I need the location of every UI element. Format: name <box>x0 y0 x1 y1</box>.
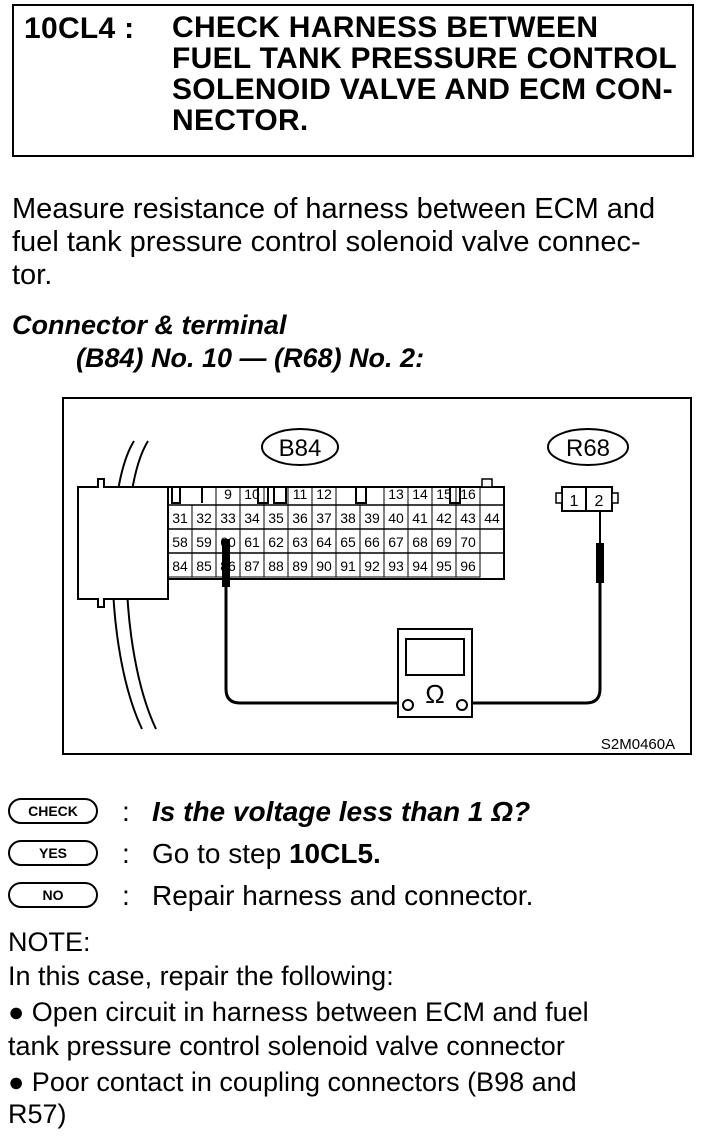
r68-pin-1: 1 <box>570 493 579 510</box>
ecm-pin-label: 93 <box>388 558 404 574</box>
step-header-box: 10CL4 : CHECK HARNESS BETWEEN FUEL TANK … <box>12 4 694 157</box>
instruction-line: fuel tank pressure control solenoid valv… <box>12 226 641 258</box>
ecm-pin-label: 12 <box>316 486 332 502</box>
note-bullet-2-line-2: R57) <box>8 1099 67 1129</box>
step-title-line: SOLENOID VALVE AND ECM CON- <box>172 73 673 106</box>
ecm-pin-label: 89 <box>292 558 308 574</box>
note-intro: In this case, repair the following: <box>8 961 394 991</box>
ecm-pin-label: 87 <box>244 558 260 574</box>
ecm-pin-label: 11 <box>293 486 308 502</box>
connector-value: (B84) No. 10 — (R68) No. 2: <box>76 343 425 373</box>
ohm-symbol: Ω <box>425 679 444 709</box>
connector-heading: Connector & terminal <box>12 310 287 340</box>
ecm-pin-label: 10 <box>244 486 260 502</box>
yes-badge: YES <box>8 840 98 866</box>
ecm-pin-label: 59 <box>196 534 212 550</box>
note-bullet-1-line-1: ● Open circuit in harness between ECM an… <box>8 997 589 1027</box>
ecm-pin-label: 85 <box>196 558 212 574</box>
ecm-pin-label: 84 <box>172 558 188 574</box>
ecm-pin-label: 96 <box>460 558 476 574</box>
ecm-pin-label: 40 <box>388 510 404 526</box>
check-colon: : <box>122 796 130 827</box>
ecm-pin-label: 88 <box>268 558 284 574</box>
ecm-pin-label: 67 <box>388 534 404 550</box>
yes-colon: : <box>122 838 130 869</box>
instruction-line: Measure resistance of harness between EC… <box>12 193 656 225</box>
no-colon: : <box>122 880 130 911</box>
ecm-pin-label: 36 <box>292 510 308 526</box>
ecm-pin-label: 70 <box>460 534 476 550</box>
ecm-pin-label: 42 <box>436 510 452 526</box>
figure-code: S2M0460A <box>601 736 675 753</box>
step-title-line: CHECK HARNESS BETWEEN <box>172 11 599 44</box>
ecm-pin-cell <box>455 552 481 578</box>
ecm-grid: 9 10 11 12 13 14 15 16 31 32 33 34 35 36 37 38 39 40 41 42 4… <box>167 486 505 578</box>
ecm-pin-label: 44 <box>484 510 500 526</box>
ecm-pin-label: 35 <box>268 510 284 526</box>
ecm-pin-label: 61 <box>244 534 260 550</box>
step-title-line: FUEL TANK PRESSURE CONTROL <box>172 42 678 75</box>
b84-label: B84 <box>279 435 322 462</box>
ecm-pin-label: 16 <box>460 486 476 502</box>
wire-left <box>224 587 404 705</box>
b84-label-oval <box>261 428 339 466</box>
ecm-pin-label: 63 <box>292 534 308 550</box>
ecm-pin-cell <box>479 504 505 530</box>
note-heading: NOTE: <box>8 927 91 957</box>
step-title: CHECK HARNESS BETWEEN FUEL TANK PRESSURE… <box>172 12 687 136</box>
step-title-line: NECTOR. <box>172 104 309 137</box>
ecm-pin-label: 34 <box>244 510 260 526</box>
r68-pin-2: 2 <box>595 493 604 510</box>
ecm-pin-label: 95 <box>436 558 452 574</box>
yes-text: Go to step 10CL5. <box>152 838 381 870</box>
ecm-pin-label: 33 <box>220 510 236 526</box>
step-id: 10CL4 : <box>24 12 135 45</box>
ecm-pin-label: 9 <box>224 486 232 502</box>
check-question: Is the voltage less than 1 Ω? <box>152 796 531 827</box>
ecm-pin-label: 15 <box>436 486 452 502</box>
ecm-pin-label: 91 <box>340 558 356 574</box>
ecm-pin-label: 58 <box>172 534 188 550</box>
ecm-pin-label: 39 <box>364 510 380 526</box>
r68-label: R68 <box>566 435 610 462</box>
ecm-pin-label: 31 <box>172 510 188 526</box>
ecm-pin-label: 65 <box>340 534 356 550</box>
r68-label-oval <box>547 428 629 466</box>
ohmmeter-display <box>405 638 465 676</box>
probe-r68 <box>596 543 604 583</box>
meter-terminal-right <box>456 699 468 711</box>
ecm-pin-label: 43 <box>460 510 476 526</box>
ecm-pin-label: 64 <box>316 534 332 550</box>
no-badge: NO <box>8 882 98 908</box>
ecm-pin-label: 68 <box>412 534 428 550</box>
note-bullet-1-line-2: tank pressure control solenoid valve con… <box>8 1031 565 1061</box>
no-text: Repair harness and connector. <box>152 880 534 911</box>
ecm-pin-label: 37 <box>316 510 332 526</box>
meter-terminal-left <box>402 699 414 711</box>
ecm-pin-label: 62 <box>268 534 284 550</box>
ecm-pin-label: 69 <box>436 534 452 550</box>
ecm-pin-label: 14 <box>412 486 428 502</box>
ecm-pin-label: 13 <box>388 486 404 502</box>
ecm-pin-label: 32 <box>196 510 212 526</box>
yes-step-ref: 10CL5. <box>288 838 381 869</box>
instruction-line: tor. <box>12 259 53 291</box>
ecm-pin-label: 41 <box>412 510 428 526</box>
check-badge: CHECK <box>8 798 98 824</box>
ecm-body <box>77 478 169 608</box>
probe-b84 <box>222 539 230 587</box>
ecm-pin-label: 38 <box>340 510 356 526</box>
note-bullet-2-line-1: ● Poor contact in coupling connectors (B… <box>8 1067 577 1097</box>
yes-text-prefix: Go to step <box>152 838 289 869</box>
ecm-pin-label: 94 <box>412 558 428 574</box>
ecm-pin-label: 92 <box>364 558 380 574</box>
ecm-pin-label: 66 <box>364 534 380 550</box>
ecm-pin-label: 90 <box>316 558 332 574</box>
wire-right <box>464 583 602 705</box>
